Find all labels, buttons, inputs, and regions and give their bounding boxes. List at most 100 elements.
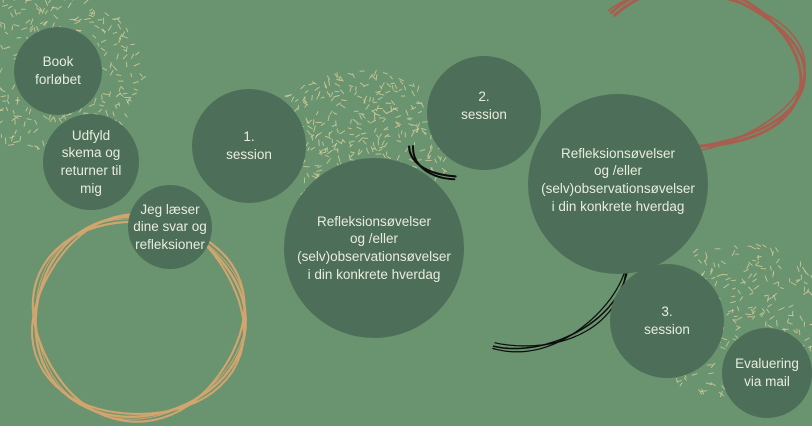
texture-dot (698, 259, 702, 264)
texture-dot (0, 87, 3, 90)
texture-dot (371, 119, 377, 123)
texture-dot (764, 275, 768, 282)
texture-dot (48, 0, 51, 4)
texture-dot (7, 143, 15, 146)
texture-dot (115, 92, 122, 98)
texture-dot (307, 146, 310, 151)
texture-dot (747, 261, 753, 266)
texture-dot (717, 263, 720, 268)
texture-dot (110, 62, 113, 67)
texture-dot (417, 122, 420, 127)
texture-dot (752, 306, 757, 311)
texture-dot (384, 142, 388, 148)
texture-dot (400, 130, 403, 135)
texture-dot (53, 14, 59, 20)
texture-dot (721, 337, 728, 341)
texture-dot (97, 42, 100, 47)
texture-dot (363, 83, 369, 87)
texture-dot (390, 105, 393, 113)
texture-dot (117, 23, 121, 30)
texture-dot (0, 23, 2, 28)
texture-dot (99, 104, 105, 107)
texture-dot (90, 9, 95, 15)
texture-dot (302, 159, 306, 164)
texture-dot (324, 148, 327, 153)
texture-dot (336, 128, 339, 134)
texture-dot (395, 121, 402, 125)
texture-dot (793, 329, 797, 334)
texture-dot (787, 322, 793, 325)
texture-dot (100, 47, 106, 52)
texture-dot (23, 121, 26, 127)
texture-dot (3, 46, 11, 50)
texture-dot (122, 35, 128, 39)
texture-dot (0, 22, 4, 24)
texture-dot (334, 73, 338, 77)
texture-dot (755, 243, 762, 247)
texture-dot (384, 128, 389, 130)
texture-dot (328, 93, 331, 98)
texture-dot (330, 92, 334, 97)
texture-dot (406, 118, 412, 121)
texture-dot (347, 72, 353, 76)
texture-dot (125, 61, 128, 68)
texture-dot (102, 93, 110, 96)
texture-dot (350, 119, 352, 124)
texture-dot (10, 12, 14, 18)
texture-dot (25, 107, 28, 112)
texture-dot (790, 281, 797, 286)
texture-dot (777, 265, 782, 270)
texture-dot (399, 80, 404, 85)
texture-dot (799, 315, 803, 321)
texture-dot (746, 264, 750, 269)
texture-dot (328, 79, 330, 86)
texture-dot (0, 108, 4, 112)
texture-dot (306, 120, 310, 124)
texture-dot (759, 312, 763, 316)
texture-dot (6, 106, 9, 112)
step-reflection-2-label: Refleksionsøvelser og /eller (selv)obser… (541, 145, 695, 214)
texture-dot (284, 94, 291, 97)
texture-dot (743, 268, 749, 273)
texture-dot (367, 120, 372, 124)
texture-dot (122, 54, 128, 60)
texture-dot (365, 104, 370, 110)
texture-dot (405, 109, 409, 116)
texture-dot (385, 102, 392, 104)
texture-dot (11, 84, 16, 90)
texture-dot (725, 277, 731, 281)
texture-dot (352, 73, 355, 78)
texture-dot (101, 29, 106, 33)
texture-dot (753, 285, 760, 290)
texture-dot (307, 125, 313, 130)
texture-dot (132, 81, 139, 84)
texture-dot (708, 372, 714, 375)
texture-dot (767, 296, 769, 302)
step-reflection-2: Refleksionsøvelser og /eller (selv)obser… (528, 94, 708, 274)
texture-dot (770, 247, 774, 255)
texture-dot (778, 307, 785, 311)
texture-dot (442, 157, 447, 162)
texture-dot (775, 247, 779, 253)
texture-dot (118, 33, 123, 40)
texture-dot (804, 337, 810, 341)
texture-dot (291, 96, 295, 102)
texture-dot (42, 21, 47, 26)
step-read-answers-label: Jeg læser dine svar og refleksioner (133, 201, 207, 252)
texture-dot (752, 259, 757, 262)
texture-dot (25, 0, 28, 2)
texture-dot (412, 83, 415, 88)
texture-dot (109, 70, 114, 76)
texture-dot (302, 96, 306, 100)
texture-dot (809, 323, 812, 326)
texture-dot (373, 69, 377, 77)
texture-dot (710, 267, 713, 273)
texture-dot (21, 27, 28, 30)
texture-dot (755, 261, 760, 266)
texture-dot (393, 90, 398, 93)
texture-dot (9, 135, 15, 139)
texture-dot (311, 94, 313, 101)
texture-dot (770, 265, 772, 271)
texture-dot (336, 139, 342, 144)
texture-dot (421, 129, 426, 135)
